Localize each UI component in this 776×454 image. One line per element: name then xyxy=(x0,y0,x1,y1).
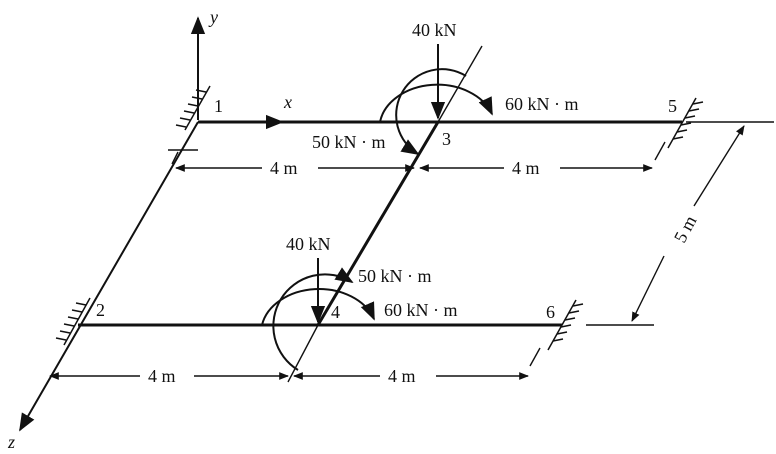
dim-label-top-right: 4 m xyxy=(512,158,540,178)
moment-x-label-node4: 50 kN · m xyxy=(358,266,432,286)
dim-label-bottom-right: 4 m xyxy=(388,366,416,386)
dim-line-depth-b xyxy=(631,255,665,322)
node-1-label: 1 xyxy=(214,96,223,116)
node-3-label: 3 xyxy=(442,129,451,149)
moment-z-label-node3: 60 kN · m xyxy=(505,94,579,114)
node-5-label: 5 xyxy=(668,96,677,116)
dim-label-depth: 5 m xyxy=(670,212,701,246)
moment-x-label-node3: 50 kN · m xyxy=(312,132,386,152)
dim-label-top-left: 4 m xyxy=(270,158,298,178)
z-axis-label: z xyxy=(7,432,15,452)
fixed-support-2 xyxy=(55,297,91,346)
dim-line-depth-a xyxy=(693,125,745,207)
fixed-support-5 xyxy=(667,97,704,149)
member-3-4 xyxy=(316,121,440,326)
line-4-extension xyxy=(287,324,319,383)
moment-arrow-x-node4 xyxy=(272,267,354,371)
force-label-node3: 40 kN xyxy=(412,20,457,40)
node-4-label: 4 xyxy=(331,302,340,322)
dim-tick-bottom-right xyxy=(529,347,541,367)
moment-arrow-x-node3 xyxy=(395,68,467,155)
node-2-label: 2 xyxy=(96,300,105,320)
fixed-support-1 xyxy=(175,85,211,131)
moment-arrow-z-node3 xyxy=(379,83,493,123)
dim-tick-top-right xyxy=(654,141,666,161)
dim-label-bottom-left: 4 m xyxy=(148,366,176,386)
moment-z-label-node4: 60 kN · m xyxy=(384,300,458,320)
force-label-node4: 40 kN xyxy=(286,234,331,254)
line-3-extension xyxy=(437,45,483,123)
node-6-label: 6 xyxy=(546,302,555,322)
dim-ext-top-left xyxy=(171,151,179,165)
x-axis-label: x xyxy=(283,92,292,112)
fixed-support-6 xyxy=(547,299,584,351)
y-axis-label: y xyxy=(208,7,218,27)
moment-arrow-z-node4 xyxy=(261,288,375,326)
